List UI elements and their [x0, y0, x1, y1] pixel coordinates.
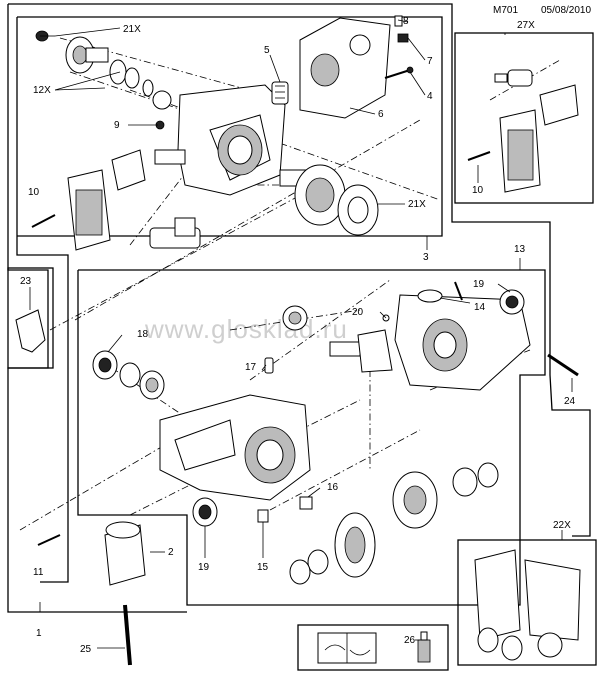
- part-bolt-11: [37, 534, 61, 546]
- part-26-sealant-and-manual: [317, 631, 431, 664]
- callout-4: 4: [427, 91, 433, 102]
- callout-6: 6: [378, 109, 384, 120]
- leader-lines: [29, 19, 573, 649]
- part-transfer-housing-3: [177, 84, 286, 196]
- part-bolt-25: [123, 604, 132, 666]
- frame-top-left-assembly-3: [16, 17, 69, 583]
- part-bolt-24: [547, 353, 579, 377]
- watermark: www.glosklad.ru: [144, 314, 348, 344]
- part-21x-upper-bearing: [65, 36, 154, 97]
- callout-24: 24: [564, 396, 576, 407]
- callout-21x-upper: 21X: [123, 24, 141, 35]
- callout-5: 5: [264, 45, 270, 56]
- part-pinion-gear: [329, 329, 393, 373]
- part-plug-7: [397, 33, 409, 43]
- part-seal-19-left: [192, 497, 218, 527]
- part-bearing-5: [271, 81, 289, 105]
- frame-top-left-upper: [17, 16, 443, 237]
- callout-2: 2: [168, 547, 174, 558]
- frame-kit-27x: [454, 32, 594, 204]
- part-housing-lower-13: [159, 394, 311, 501]
- callout-1: 1: [36, 628, 42, 639]
- callout-19-left: 19: [198, 562, 210, 573]
- part-plug-15: [257, 509, 269, 523]
- part-seal-19-right: [499, 289, 525, 315]
- callout-labels: 21X 12X 5 8 7 4 6 9 10 21X 3 13 27X 10 2…: [20, 16, 576, 655]
- part-cover-6: [299, 17, 391, 119]
- part-bolt-top-13: [454, 281, 463, 301]
- callout-22x: 22X: [553, 520, 571, 531]
- diagram-date: 05/08/2010: [541, 5, 591, 16]
- part-ring-gear: [334, 512, 376, 578]
- part-kit-27x-contents: [467, 69, 579, 193]
- callout-25: 25: [80, 644, 92, 655]
- frame-outer-assembly-1: [8, 3, 591, 537]
- part-breather-8: [394, 15, 403, 27]
- callout-11: 11: [33, 567, 44, 578]
- callout-19-right: 19: [473, 279, 485, 290]
- callout-23: 23: [20, 276, 32, 287]
- frame-part-23: [7, 267, 54, 369]
- callout-14: 14: [474, 302, 486, 313]
- callout-13: 13: [514, 244, 526, 255]
- callout-8: 8: [403, 16, 409, 27]
- callout-15: 15: [257, 562, 269, 573]
- part-cover-plate-10: [67, 169, 111, 251]
- part-21x-output-bearing: [294, 164, 379, 236]
- part-plug-16: [299, 496, 313, 510]
- callout-26: 26: [404, 635, 416, 646]
- part-bearing-lower-left: [289, 549, 329, 585]
- callout-9: 9: [114, 120, 120, 131]
- part-actuator-upper: [149, 217, 201, 249]
- part-seal-ring-upper: [35, 30, 172, 110]
- callout-3: 3: [423, 252, 429, 263]
- part-gasket-upper: [111, 149, 146, 191]
- callout-27x: 27X: [517, 20, 535, 31]
- part-bracket-23: [15, 309, 46, 353]
- part-seal-14: [417, 289, 443, 303]
- callout-20: 20: [352, 307, 364, 318]
- callout-10-kit: 10: [472, 185, 484, 196]
- part-differential: [392, 462, 499, 529]
- part-kit-22x-contents: [474, 549, 581, 661]
- callout-10-upper: 10: [28, 187, 40, 198]
- callout-18: 18: [137, 329, 149, 340]
- part-bearing-upper-13: [282, 305, 308, 331]
- part-mount-2: [104, 521, 146, 586]
- part-bolt-4: [384, 66, 414, 79]
- callout-17: 17: [245, 362, 257, 373]
- part-housing-right-13: [394, 294, 531, 391]
- frame-part-26: [297, 624, 449, 671]
- callout-16: 16: [327, 482, 339, 493]
- callout-21x-lower: 21X: [408, 199, 426, 210]
- part-bearing-18: [92, 350, 165, 400]
- part-pin-17: [264, 357, 274, 374]
- frame-assembly-13: [77, 269, 546, 606]
- callout-7: 7: [427, 56, 433, 67]
- diagram-code: M701: [493, 5, 518, 16]
- frame-kit-22x: [457, 539, 597, 666]
- part-bolt-10: [31, 214, 56, 228]
- callout-12x: 12X: [33, 85, 51, 96]
